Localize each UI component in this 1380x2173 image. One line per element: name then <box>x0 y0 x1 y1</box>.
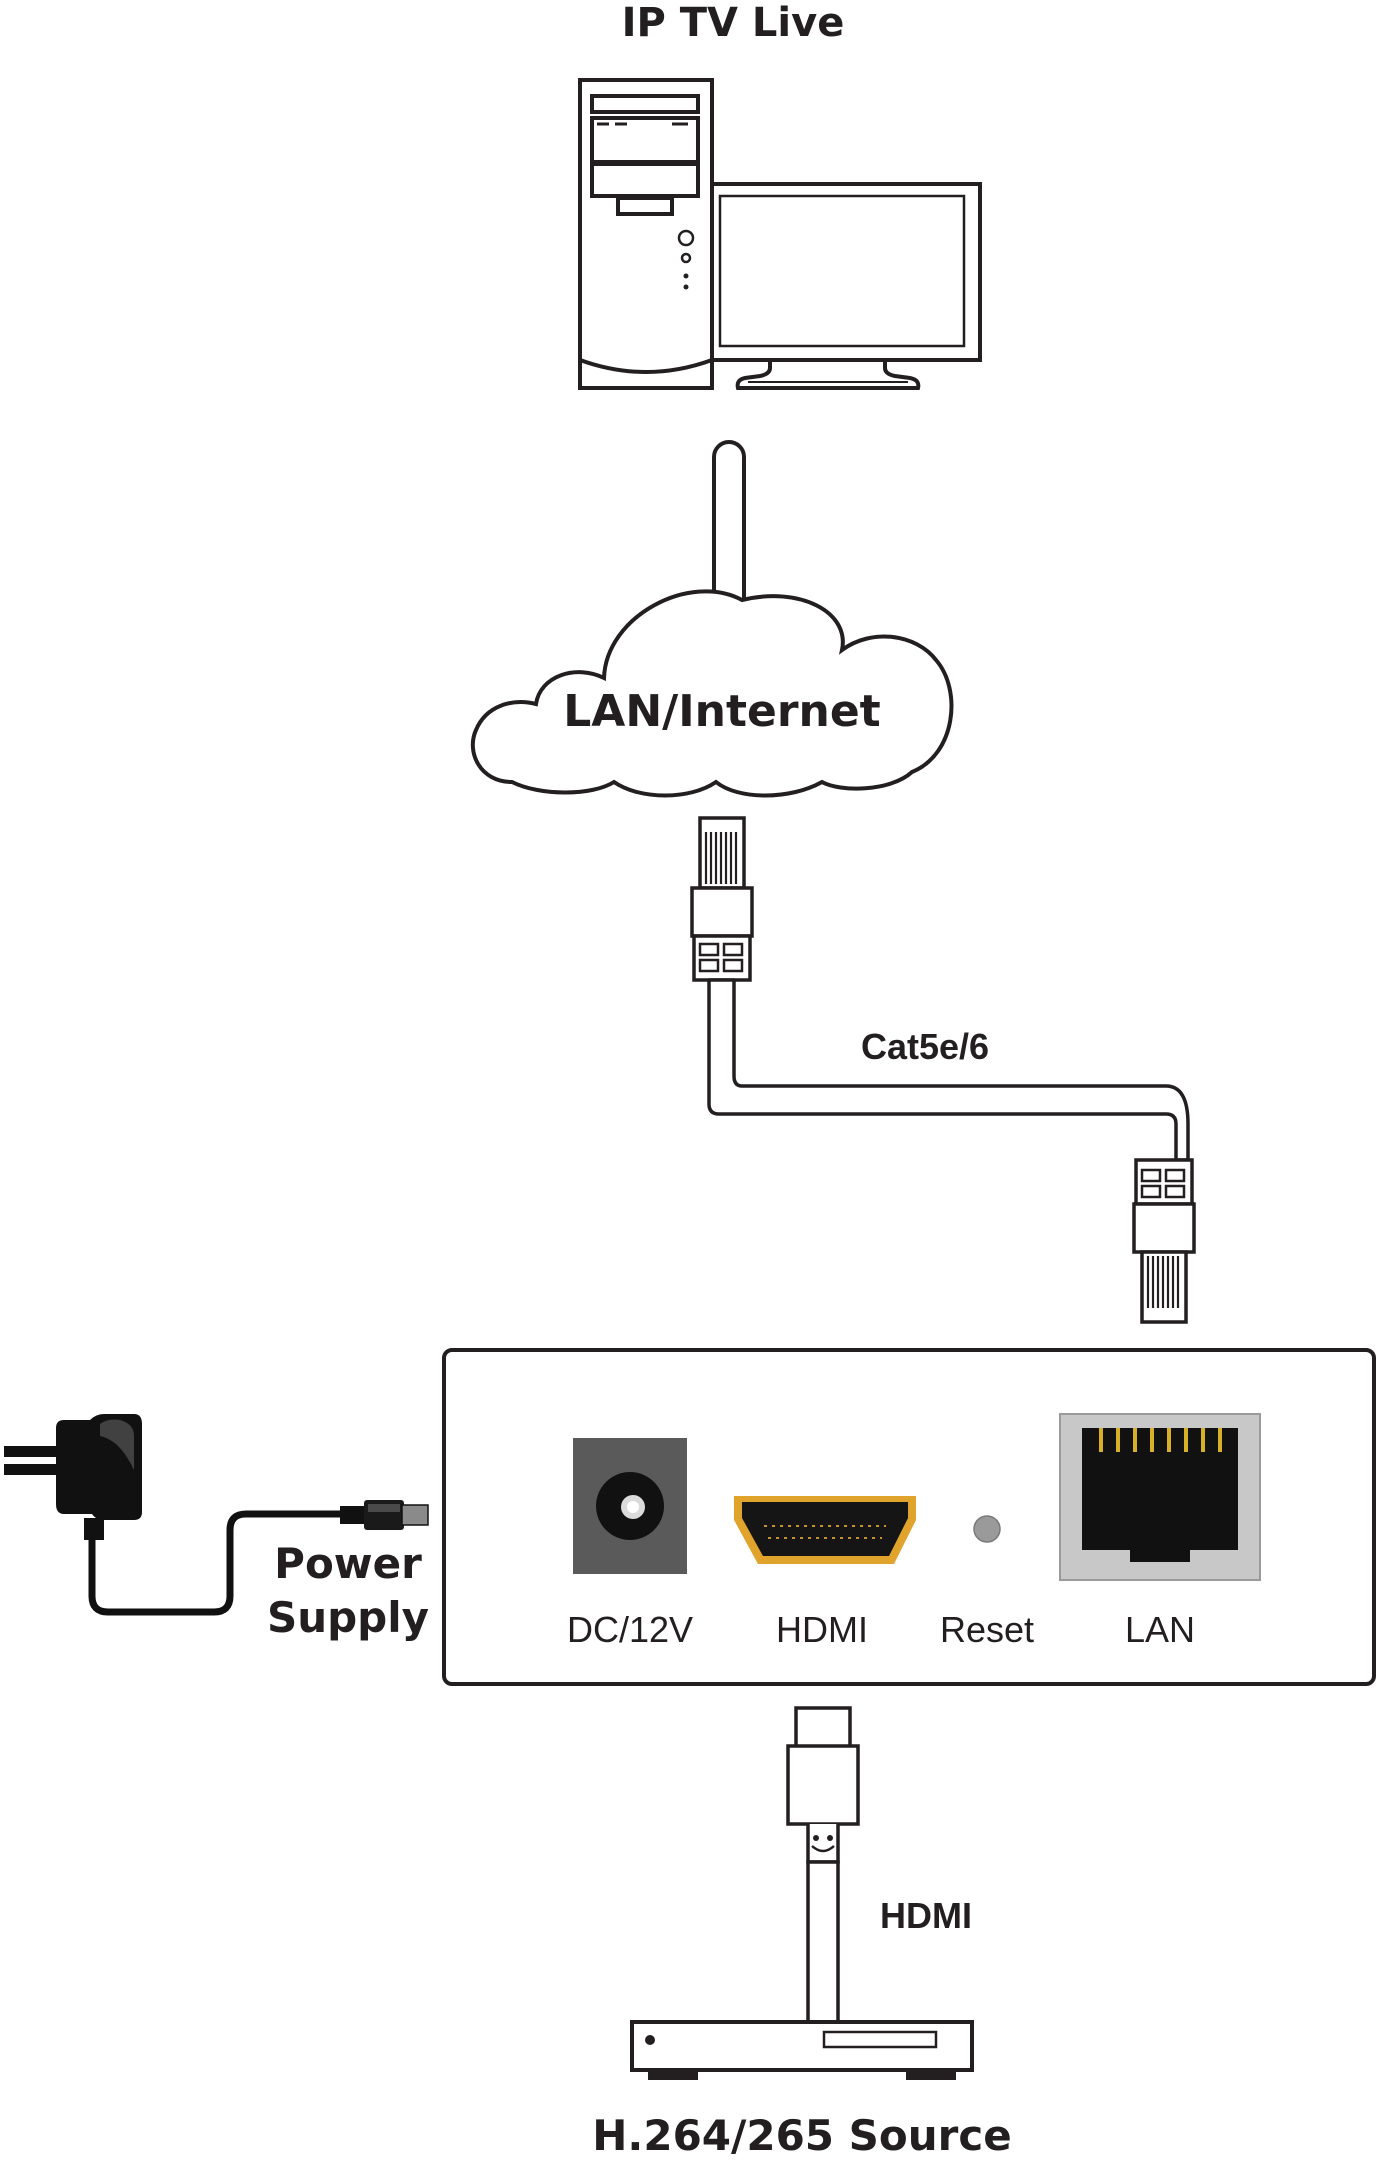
ip-tv-live-label: IP TV Live <box>622 0 845 46</box>
port-reset-label: Reset <box>940 1609 1034 1650</box>
lan-internet-label: LAN/Internet <box>563 686 880 737</box>
power-supply-label-line2: Supply <box>267 1593 429 1642</box>
desktop-computer-icon <box>578 78 982 390</box>
cloud-icon: LAN/Internet <box>470 589 954 798</box>
reset-button-icon <box>973 1515 1001 1543</box>
source-label: H.264/265 Source <box>592 2111 1012 2160</box>
cat-cable-label: Cat5e/6 <box>861 1026 989 1067</box>
rj45-connector-icon <box>1132 1158 1196 1324</box>
port-lan-label: LAN <box>1125 1609 1195 1650</box>
lan-port-icon <box>1059 1413 1261 1581</box>
hdmi-connector-icon <box>786 1706 860 1864</box>
dc-jack-icon <box>573 1438 687 1574</box>
set-top-box-icon <box>630 2020 974 2080</box>
power-adapter-icon <box>4 1414 429 1616</box>
hdmi-cable: HDMI <box>806 1860 972 2024</box>
port-dc-label: DC/12V <box>567 1609 693 1650</box>
power-supply-label-line1: Power <box>274 1539 422 1588</box>
hdmi-port-icon <box>734 1496 916 1564</box>
hdmi-cable-label: HDMI <box>880 1895 972 1936</box>
rj45-connector-icon <box>690 816 754 982</box>
port-hdmi-label: HDMI <box>776 1609 868 1650</box>
cat-cable: Cat5e/6 <box>707 978 1190 1162</box>
